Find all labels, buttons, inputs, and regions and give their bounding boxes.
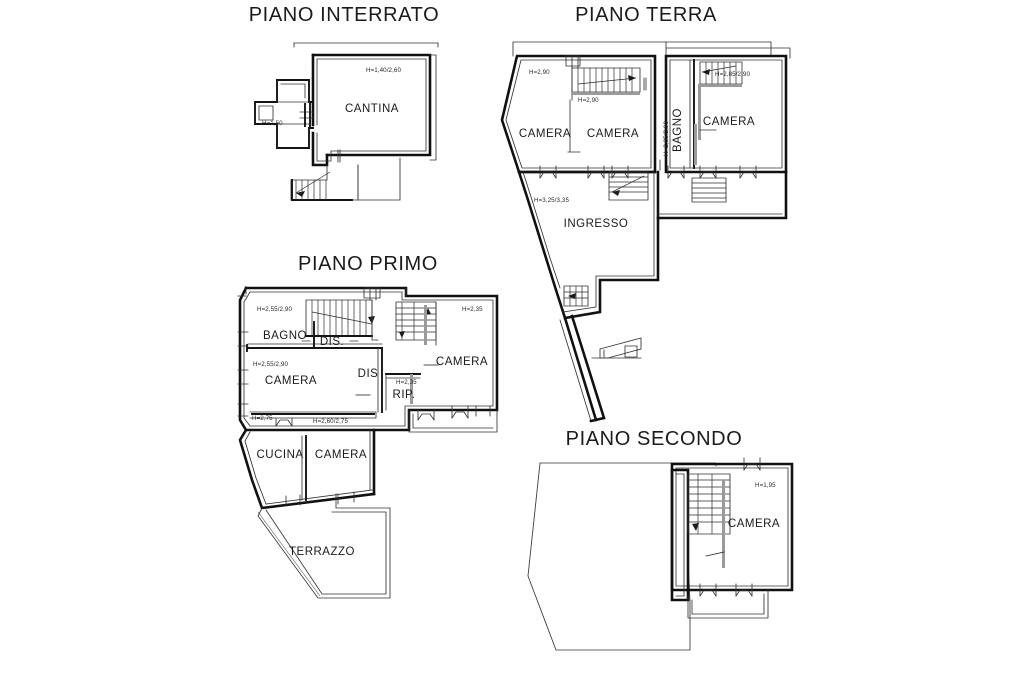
stair-secondo	[687, 473, 731, 568]
height-label-primo-1: H=2,55/2,90	[257, 306, 292, 313]
floor-title-terra: PIANO TERRA	[575, 4, 717, 26]
room-label-primo-camera-3: CAMERA	[315, 449, 367, 461]
floor-primo: PIANO PRIMO	[237, 253, 499, 599]
room-label-secondo-camera: CAMERA	[728, 518, 780, 530]
height-label-annex: H=1,50	[262, 120, 283, 127]
floor-terra: PIANO TERRA	[500, 4, 791, 423]
floor-interrato: PIANO INTERRATO H=1,50 H=1,40/2,60 CANTI…	[249, 4, 440, 201]
height-label-terra-1: H=2,90	[529, 69, 550, 76]
floor-title-secondo: PIANO SECONDO	[566, 428, 743, 450]
height-label-secondo: H=1,95	[755, 482, 776, 489]
room-label-cantina: CANTINA	[345, 103, 399, 115]
room-label-terra-camera-1: CAMERA	[519, 128, 571, 140]
street-element-terra	[591, 337, 642, 359]
height-label-primo-3: H=2,35	[462, 306, 483, 313]
room-label-primo-dis-1: DIS.	[320, 336, 344, 348]
height-label-primo-5: H=2,75	[252, 415, 273, 422]
room-label-primo-camera-2: CAMERA	[436, 356, 488, 368]
floor-title-interrato: PIANO INTERRATO	[249, 4, 440, 26]
room-label-terra-camera-2: CAMERA	[587, 128, 639, 140]
stair-interrato	[295, 180, 327, 200]
room-label-primo-bagno: BAGNO	[263, 330, 307, 342]
height-label-primo-4: H=2,35	[396, 379, 417, 386]
room-label-primo-camera-1: CAMERA	[265, 375, 317, 387]
stair-terra-exterior	[563, 285, 589, 307]
height-label-terra-2: H=2,90	[578, 97, 599, 104]
height-label-terra-5: H=3,25/3,35	[534, 197, 569, 204]
stair-terra-left	[571, 67, 641, 95]
height-label-cantina: H=1,40/2,60	[366, 67, 401, 74]
room-label-primo-dis-2: DIS	[358, 368, 379, 380]
stair-terra-right	[699, 61, 743, 87]
floor-secondo: PIANO SECONDO	[527, 428, 794, 651]
room-label-primo-cucina: CUCINA	[256, 449, 303, 461]
room-label-terra-ingresso: INGRESSO	[564, 218, 629, 230]
stair-primo-left	[305, 299, 379, 341]
stair-terra-right-lower	[691, 177, 727, 203]
room-label-terra-bagno: BAGNO	[672, 108, 684, 152]
stair-terra-ingresso	[608, 171, 649, 201]
height-label-primo-2: H=2,55/2,90	[253, 361, 288, 368]
room-label-terra-camera-3: CAMERA	[703, 116, 755, 128]
height-label-terra-4: H=2,85/2,90	[663, 121, 670, 156]
stair-primo-right	[395, 301, 437, 346]
floor-title-primo: PIANO PRIMO	[298, 253, 438, 275]
height-label-primo-6: H=2,60/2,75	[313, 418, 348, 425]
room-label-primo-terrazzo: TERRAZZO	[289, 546, 355, 558]
height-label-terra-3: H=2,85/2,90	[715, 71, 750, 78]
room-label-primo-rip: RIP.	[393, 389, 416, 401]
